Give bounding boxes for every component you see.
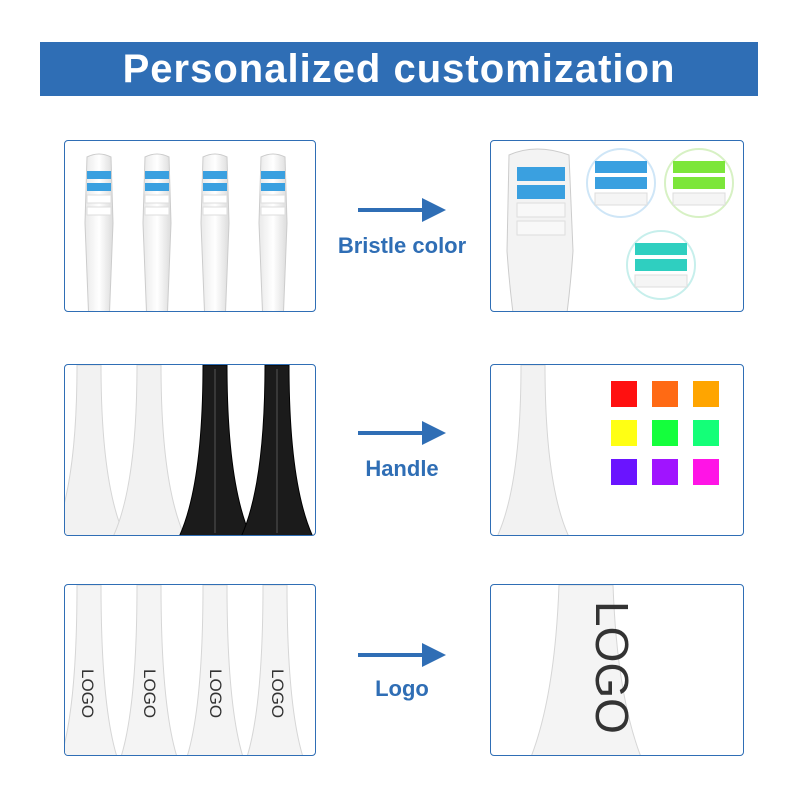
logo-imprint-4: LOGO [268, 669, 287, 719]
bristle-variant-green [664, 148, 734, 218]
color-swatch [652, 420, 678, 446]
logo-handles-group [65, 585, 303, 755]
logo-imprint-large: LOGO [586, 601, 638, 734]
color-swatch [652, 381, 678, 407]
bristle-before-panel [64, 140, 316, 312]
handle-white-1 [65, 365, 125, 535]
color-swatch [611, 459, 637, 485]
handles-group [65, 365, 313, 535]
color-swatch [693, 420, 719, 446]
logo-before-panel: LOGO LOGO LOGO LOGO [64, 584, 316, 756]
bristle-variants-illustration [506, 148, 734, 311]
color-swatch [652, 459, 678, 485]
handle-large [531, 585, 641, 755]
arrow-right-icon [358, 421, 446, 445]
bristle-variant-teal [626, 230, 696, 300]
brush-heads-group [84, 153, 288, 311]
handle-white-2 [113, 365, 185, 535]
handle-single [497, 365, 569, 535]
logo-imprint-1: LOGO [78, 669, 97, 719]
brush-head-1 [84, 153, 114, 311]
color-swatch [693, 381, 719, 407]
step-label-logo: Logo [375, 676, 429, 701]
step-label-handle: Handle [365, 456, 439, 481]
handle-black-1 [179, 365, 251, 535]
bristle-after-panel [490, 140, 744, 312]
logo-imprint-3: LOGO [206, 669, 225, 719]
bristle-variant-blue [586, 148, 656, 218]
handle-before-panel [64, 364, 316, 536]
logo-imprint-2: LOGO [140, 669, 159, 719]
page-title: Personalized customization [122, 46, 676, 91]
brush-head-2 [142, 153, 172, 311]
logo-after-panel: LOGO [490, 584, 744, 756]
color-swatch [611, 420, 637, 446]
large-brush-head [506, 148, 574, 311]
handle-after-panel [490, 364, 744, 536]
title-banner: Personalized customization [40, 42, 758, 96]
arrow-right-icon [358, 643, 446, 667]
brush-head-3 [200, 153, 230, 311]
color-swatch [693, 459, 719, 485]
brush-head-4 [258, 153, 288, 311]
handle-black-2 [241, 365, 313, 535]
arrow-right-icon [358, 198, 446, 222]
color-swatch [611, 381, 637, 407]
step-label-bristle: Bristle color [337, 233, 467, 258]
